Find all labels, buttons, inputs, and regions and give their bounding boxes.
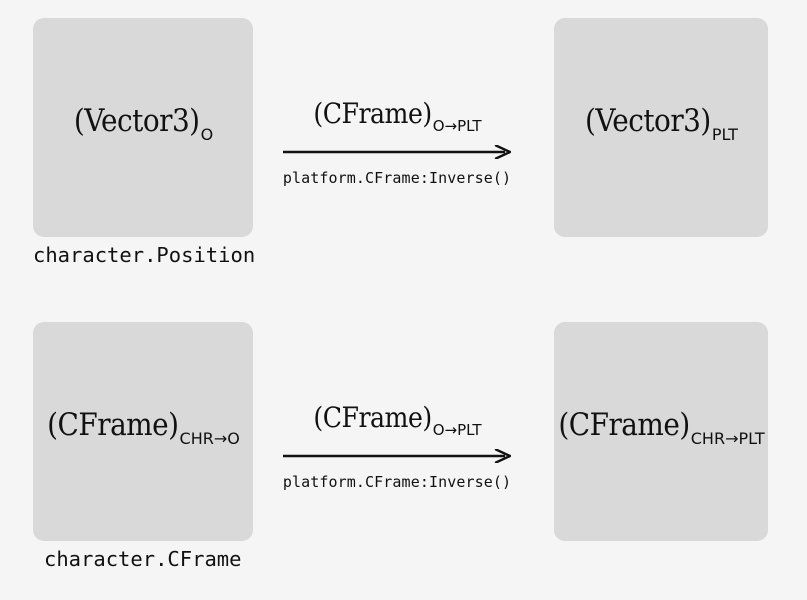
type-name: (Vector3)	[585, 103, 711, 139]
transform-arrow-row-1: (CFrame)O→PLT platform.CFrame:Inverse()	[272, 100, 522, 187]
type-subscript: O→PLT	[432, 421, 482, 439]
type-label-vector3-platform: (Vector3)PLT	[585, 103, 738, 143]
arrow-type-label-cframe-o-plt: (CFrame)O→PLT	[272, 404, 522, 448]
transform-arrow-row-2: (CFrame)O→PLT platform.CFrame:Inverse()	[272, 404, 522, 491]
arrow-line-icon	[283, 144, 512, 160]
type-subscript: O	[200, 125, 214, 144]
type-label-cframe-chr-o: (CFrame)CHR→O	[47, 407, 240, 447]
arrow-type-label-cframe-o-plt: (CFrame)O→PLT	[272, 100, 522, 144]
type-name: (CFrame)	[47, 407, 179, 443]
type-subscript: CHR→PLT	[690, 429, 765, 448]
source-box-row-1: (Vector3)O	[33, 18, 253, 237]
type-subscript: O→PLT	[432, 117, 482, 135]
type-label-cframe-chr-plt: (CFrame)CHR→PLT	[558, 407, 764, 447]
type-name: (Vector3)	[73, 103, 200, 139]
arrow-code-label: platform.CFrame:Inverse()	[282, 169, 512, 187]
type-subscript: PLT	[711, 125, 738, 144]
target-box-row-2: (CFrame)CHR→PLT	[554, 322, 768, 541]
target-box-row-1: (Vector3)PLT	[554, 18, 768, 237]
type-name: (CFrame)	[313, 97, 432, 130]
arrow-line-icon	[283, 448, 512, 464]
type-subscript: CHR→O	[179, 429, 240, 448]
arrow-code-label: platform.CFrame:Inverse()	[282, 473, 512, 491]
caption-character-position: character.Position	[33, 243, 256, 267]
type-label-vector3-origin: (Vector3)O	[73, 103, 213, 143]
type-name: (CFrame)	[313, 401, 432, 434]
type-name: (CFrame)	[558, 407, 690, 443]
caption-character-cframe: character.CFrame	[44, 547, 242, 571]
source-box-row-2: (CFrame)CHR→O	[33, 322, 253, 541]
